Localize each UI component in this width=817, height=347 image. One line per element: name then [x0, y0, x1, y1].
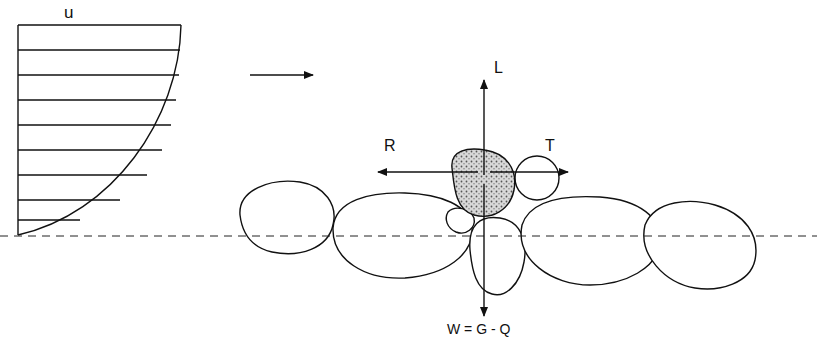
force-label: L [494, 60, 503, 76]
force-label: R [384, 138, 396, 154]
flow-arrow [250, 74, 313, 75]
force-arrows [378, 80, 568, 316]
reference-line [0, 236, 817, 237]
bed-pebbles [240, 149, 756, 295]
velocity-profile [18, 25, 181, 235]
force-label: u [64, 4, 73, 21]
force-label: W = G - Q [447, 322, 510, 336]
force-label: T [545, 138, 555, 154]
